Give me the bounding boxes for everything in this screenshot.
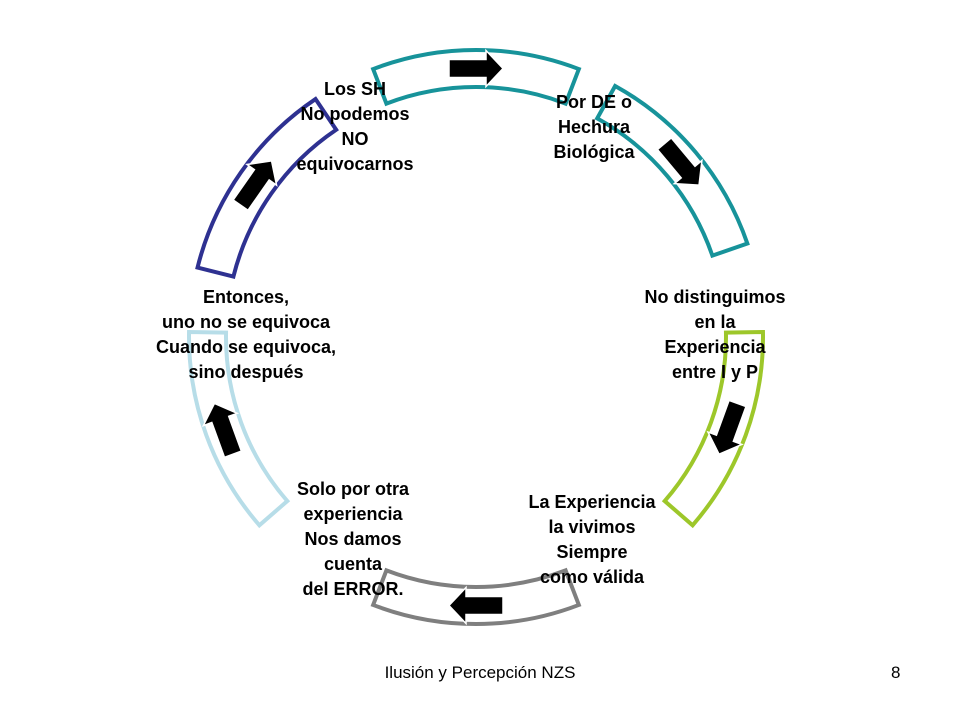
node-label-line: Hechura xyxy=(557,117,631,137)
node-label-line: entre I y P xyxy=(671,362,759,382)
page-number: 8 xyxy=(891,663,901,682)
node-label-line: uno no se equivoca xyxy=(161,312,331,332)
arrow-icon xyxy=(447,585,504,626)
arrow-icon xyxy=(201,402,243,459)
arrow-icon xyxy=(448,48,505,89)
node-label-line: del ERROR. xyxy=(302,579,404,599)
segment-upper-left xyxy=(195,96,339,279)
node-label-line: Por DE o xyxy=(555,92,633,112)
arrow-icon xyxy=(232,160,278,212)
node-label-line: cuenta xyxy=(323,554,383,574)
node-label-line: experiencia xyxy=(303,504,403,524)
node-label-line: la vivimos xyxy=(548,517,636,537)
node-label-line: Solo por otra xyxy=(297,479,409,499)
node-label-no-distinguimos: No distinguimos en la Experiencia entre I … xyxy=(645,285,786,385)
node-label-line: Entonces, xyxy=(202,287,290,307)
footer-title: Ilusión y Percepción NZS xyxy=(384,663,576,682)
node-label-line: equivocarnos xyxy=(296,154,414,174)
node-label-line: Siempre xyxy=(556,542,628,562)
node-label-line: NO xyxy=(341,129,369,149)
node-label-line: No podemos xyxy=(300,104,410,124)
node-label-line: en la xyxy=(694,312,736,332)
node-label-line: Cuando se equivoca, xyxy=(155,337,337,357)
segment-upper-right xyxy=(594,83,750,259)
node-label-line: La Experiencia xyxy=(528,492,656,512)
node-label-line: Los SH xyxy=(323,79,387,99)
node-label-line: Experiencia xyxy=(664,337,766,357)
node-label-line: No distinguimos xyxy=(644,287,786,307)
segment-lower-left xyxy=(187,329,291,529)
node-label-line: Nos damos xyxy=(304,529,402,549)
node-label-line: sino después xyxy=(188,362,304,382)
arrow-icon xyxy=(706,399,747,456)
segment-lower-right xyxy=(661,329,765,529)
node-label-line: como válida xyxy=(539,567,645,587)
arrow-icon xyxy=(656,136,703,186)
node-label-line: Biológica xyxy=(553,142,635,162)
